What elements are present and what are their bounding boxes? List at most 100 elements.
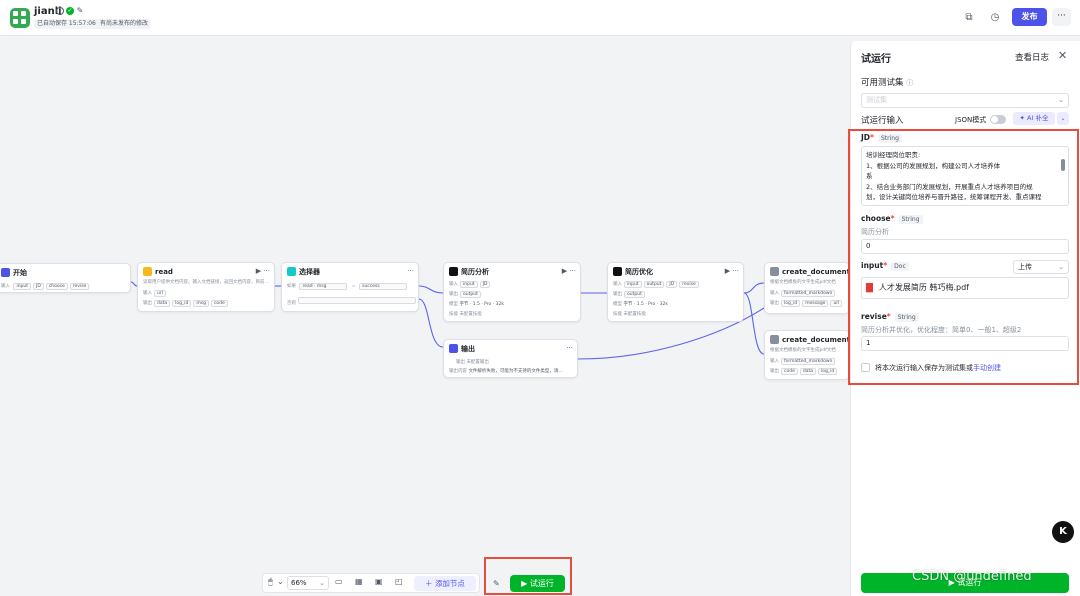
info-icon: ⓘ: [906, 79, 914, 87]
save-testset-text: 将本次运行输入保存为测试集或: [875, 364, 973, 372]
node-description: 根据文档模板的文字生成pdf文档: [770, 280, 836, 285]
chevron-down-icon: ⌄: [319, 579, 325, 587]
node-actions[interactable]: ▶ ···: [561, 267, 576, 275]
workflow-edges: [130, 281, 765, 360]
var-chip: JD: [33, 283, 44, 290]
layout-icon[interactable]: ▦: [355, 577, 363, 586]
edit-icon[interactable]: ✎: [76, 6, 84, 15]
field-name-revise: revise: [861, 312, 887, 321]
testset-label: 可用测试集: [861, 78, 904, 88]
selector-icon: [287, 267, 296, 276]
sparkle-icon: ✦: [1019, 114, 1025, 122]
zoom-select[interactable]: 66%⌄: [287, 576, 329, 590]
node-title: 简历分析: [461, 268, 489, 276]
add-node-button[interactable]: ＋ 添加节点: [414, 576, 476, 591]
json-mode-label: JSON模式: [955, 116, 987, 124]
more-button[interactable]: ···: [1052, 8, 1071, 26]
panel-run-button[interactable]: ▶ 试运行: [861, 573, 1069, 593]
ai-fill-button[interactable]: ✦ AI 补全: [1013, 112, 1055, 125]
comment-icon[interactable]: ▭: [335, 577, 343, 586]
field-name-jd: JD: [861, 133, 871, 142]
json-mode-toggle[interactable]: [990, 115, 1006, 124]
node-title: create_document_1: [782, 268, 850, 276]
scrollbar[interactable]: [1061, 159, 1065, 171]
close-icon[interactable]: ✕: [1058, 49, 1068, 62]
node-title: 选择器: [299, 268, 320, 276]
output-icon: [449, 344, 458, 353]
play-icon: ▶: [948, 578, 958, 587]
plugin-icon: [770, 335, 779, 344]
node-actions[interactable]: ▶ ···: [255, 267, 270, 275]
chevron-down-icon[interactable]: ⌄: [1057, 112, 1069, 125]
revise-input[interactable]: 1: [861, 336, 1069, 351]
node-title: 简历优化: [625, 268, 653, 276]
verified-icon: ✓: [66, 7, 74, 15]
panel-title: 试运行: [861, 54, 891, 65]
history-icon[interactable]: ◷: [990, 12, 1000, 23]
jd-textarea[interactable]: 培训经理岗位职责: 1、根据公司的发展规划，构建公司人才培养体 系 2、结合业务…: [861, 146, 1069, 206]
app-logo-icon: [10, 8, 30, 28]
node-create-document-1[interactable]: create_document_1 根据文档模板的文字生成pdf文档 输入for…: [764, 262, 850, 314]
node-actions[interactable]: ···: [407, 267, 414, 275]
edge: [418, 285, 444, 294]
revise-hint: 简历分析并优化，优化程度：简单0、一般1、超级2: [861, 326, 1022, 334]
copy-icon[interactable]: ⧉: [965, 12, 973, 23]
llm-icon: [613, 267, 622, 276]
autosave-status: 已自动保存 15:57:06: [34, 19, 99, 29]
field-name-choose: choose: [861, 214, 891, 223]
node-description: 根据文档模板的文字生成pdf文档: [770, 348, 836, 353]
assistant-logo-icon[interactable]: K: [1052, 521, 1074, 543]
node-title: create_document: [782, 336, 850, 344]
publish-button[interactable]: 发布: [1012, 8, 1047, 26]
unpublished-badge: 有尚未发布的修改: [97, 19, 152, 29]
uploaded-file[interactable]: ▇人才发展简历 韩巧梅.pdf: [861, 277, 1069, 299]
run-button[interactable]: ▶ 试运行: [510, 575, 565, 592]
highlight-box: [484, 557, 572, 595]
node-selector[interactable]: 选择器 ··· 如果 read · msg = success 否则: [281, 262, 419, 312]
edge: [418, 298, 444, 348]
edge: [743, 282, 765, 294]
choose-input[interactable]: 0: [861, 239, 1069, 254]
var-chip: choose: [45, 283, 68, 290]
plugin-icon: [770, 267, 779, 276]
mouse-icon[interactable]: 🖱: [268, 577, 273, 586]
row-label: 输入: [1, 284, 10, 289]
field-name-input: input: [861, 261, 884, 270]
var-chip: input: [13, 283, 32, 290]
test-run-panel: 试运行 查看日志 ✕ 可用测试集 ⓘ 测试集⌄ 试运行输入 JSON模式 ✦ A…: [850, 41, 1080, 596]
node-description: 读取用户提供文档内容。输入文档链接，返回文档内容，目前…: [143, 280, 269, 285]
minimap-icon[interactable]: ▣: [375, 577, 383, 586]
node-title: 输出: [461, 345, 475, 353]
node-read[interactable]: read ▶ ··· 读取用户提供文档内容。输入文档链接，返回文档内容，目前… …: [137, 262, 275, 312]
play-icon: ▶: [521, 579, 530, 588]
run-input-section: 试运行输入: [861, 116, 904, 126]
plugin-icon: [143, 267, 152, 276]
llm-icon: [449, 267, 458, 276]
var-chip: revise: [69, 283, 90, 290]
save-testset-checkbox[interactable]: [861, 363, 870, 372]
manual-create-link[interactable]: 手动创建: [973, 364, 1001, 372]
fit-view-icon[interactable]: ◰: [395, 577, 403, 586]
pdf-icon: ▇: [866, 283, 873, 293]
upload-select[interactable]: 上传⌄: [1013, 260, 1069, 274]
node-actions[interactable]: ▶ ···: [724, 267, 739, 275]
app-title: jianli: [34, 6, 62, 17]
debug-icon[interactable]: ✎: [493, 579, 500, 588]
chevron-down-icon[interactable]: ⌄: [277, 577, 284, 586]
start-icon: [1, 268, 10, 277]
highlight-box: [848, 129, 1079, 385]
node-actions[interactable]: ···: [566, 344, 573, 352]
chevron-down-icon: ⌄: [1058, 263, 1064, 271]
watermark: CSDN @undefined: [912, 569, 1032, 584]
edge: [743, 292, 765, 355]
node-output[interactable]: 输出 ··· 输出 未配置输出 输出内容 文件解析失败，可能为不支持的文件类型，…: [443, 339, 578, 378]
view-log-link[interactable]: 查看日志: [1015, 53, 1050, 63]
node-title: read: [155, 268, 173, 276]
top-bar: jianli i ✓ ✎ 已自动保存 15:57:06 有尚未发布的修改 ⧉ ◷…: [0, 0, 1080, 36]
testset-select[interactable]: 测试集⌄: [861, 93, 1069, 108]
info-icon[interactable]: i: [56, 7, 64, 15]
